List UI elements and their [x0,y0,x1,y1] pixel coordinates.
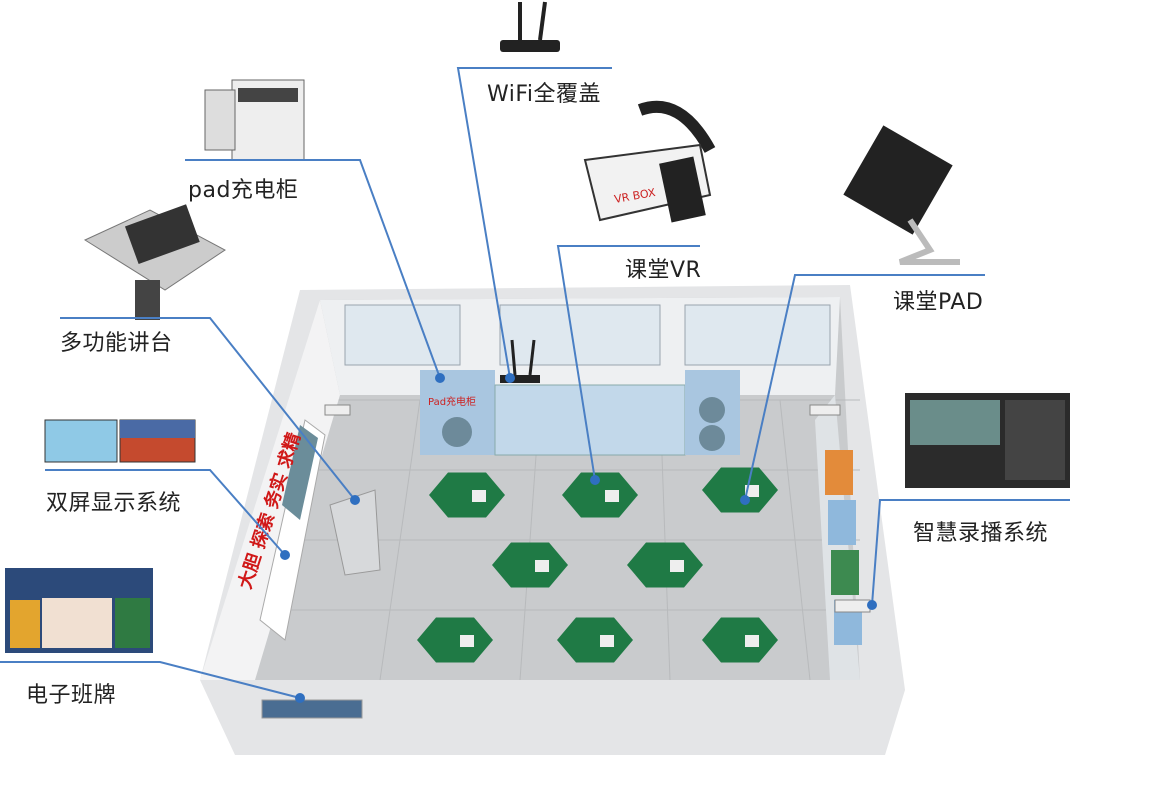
label-pad: 课堂PAD [893,290,984,315]
windows [344,304,831,366]
class-sign-device [261,699,363,719]
class-sign-icon [5,568,153,653]
camera-back [809,404,841,416]
class-sign-callout-line [0,661,301,699]
recording-console-icon [905,393,1070,488]
cabinet-label: Pad充电柜 [428,395,476,408]
podium-callout-line [60,317,356,501]
pad-callout-line [744,274,985,501]
camera-left [324,404,351,416]
table-pad [600,635,614,647]
table-pad [535,560,549,572]
table-pad [460,635,474,647]
label-vr: 课堂VR [625,258,702,283]
router-icon [500,1,560,52]
table-pad [670,560,684,572]
cabinet-door [442,417,472,447]
student-tables [417,467,778,663]
router [500,375,540,383]
student-table [557,617,633,663]
vr-headset-icon: VR BOX [583,100,716,223]
tablet-stand-icon [843,125,960,265]
label-dual-screen: 双屏显示系统 [46,491,182,516]
label-recording: 智慧录播系统 [913,521,1049,546]
recording-callout-line [871,499,1070,606]
table-pad [605,490,619,502]
student-table [562,472,638,518]
label-podium: 多功能讲台 [60,331,173,356]
student-table [702,617,778,663]
pad-cabinet-callout-line [185,159,441,379]
dual-screen-icon [44,419,196,463]
student-table [417,617,493,663]
podium [329,489,381,576]
wall-picture [282,425,318,520]
student-table [429,472,505,518]
callout-lines [0,67,1070,699]
table-pad [745,635,759,647]
vr-callout-line [556,245,700,481]
student-table [627,542,703,588]
charging-cart-icon [204,79,305,161]
table-pad [472,490,486,502]
podium-icon [83,204,226,320]
wifi-callout-line [456,67,612,379]
student-table [702,467,778,513]
label-wifi: WiFi全覆盖 [487,82,602,107]
left-wall [200,300,340,680]
dual-screen-callout-line [45,469,286,556]
label-pad-cabinet: pad充电柜 [188,178,299,203]
camera-front [834,599,871,613]
label-class-sign: 电子班牌 [26,683,117,708]
student-table [492,542,568,588]
callout-dots [280,373,877,703]
